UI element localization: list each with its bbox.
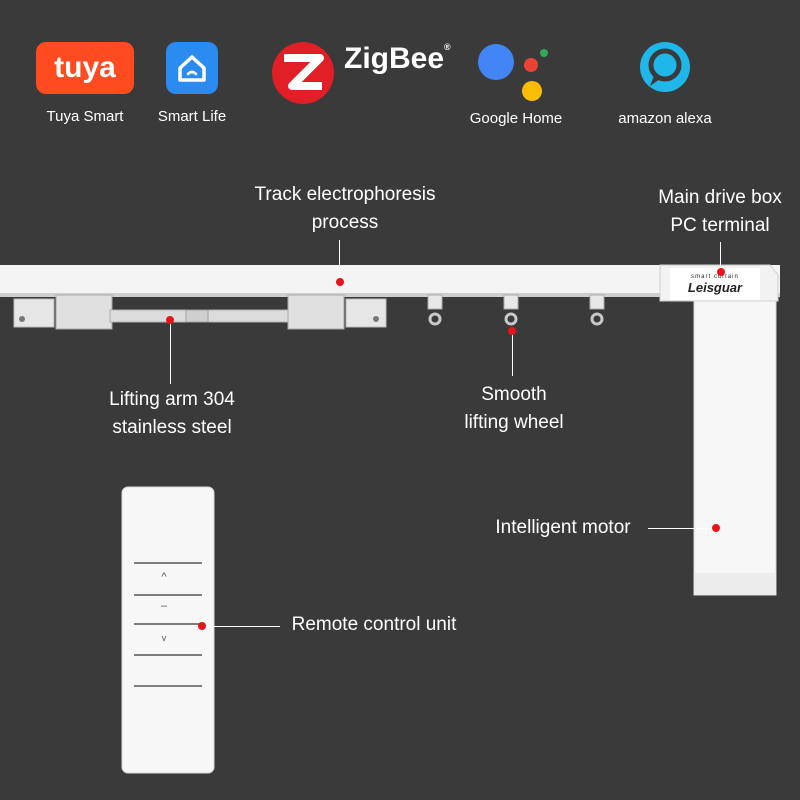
brand-tagline: smart curtain <box>691 273 739 280</box>
runner-wheel <box>427 294 443 326</box>
runner-wheel <box>589 294 605 326</box>
callout-track-line2: process <box>311 212 379 233</box>
callout-drive-box-line2: PC terminal <box>670 215 770 236</box>
marker-dot-track <box>336 278 344 286</box>
tuya-logo: tuya <box>36 42 134 94</box>
callout-remote: Remote control unit <box>291 614 457 635</box>
marker-dot-wheel <box>508 327 516 335</box>
leader-line <box>339 240 340 282</box>
zigbee-wordmark: ZigBee® <box>344 42 451 76</box>
brand-plate: smart curtain Leisguar <box>670 268 760 300</box>
remote-down-button: v <box>161 633 167 643</box>
marker-dot-drive-box <box>717 268 725 276</box>
smart-life-logo <box>166 42 218 94</box>
alexa-icon <box>640 42 690 92</box>
remote-up-button: ^ <box>161 571 167 583</box>
remote-stop-button: – <box>160 600 168 612</box>
callout-lifting-arm: Lifting arm 304 stainless steel <box>90 386 254 442</box>
callout-lifting-arm-line2: stainless steel <box>112 417 232 438</box>
leader-line <box>206 626 280 627</box>
zigbee-text: ZigBee <box>344 42 445 75</box>
curtain-track-illustration <box>0 264 780 596</box>
callout-drive-box-line1: Main drive box <box>658 187 782 208</box>
registered-mark: ® <box>444 42 451 52</box>
runner-wheel <box>503 294 519 326</box>
google-home-label: Google Home <box>469 110 563 127</box>
marker-dot-remote <box>198 622 206 630</box>
leader-line <box>170 324 171 384</box>
smart-life-label: Smart Life <box>157 108 227 125</box>
callout-track: Track electrophoresis process <box>230 181 460 237</box>
marker-dot-motor <box>712 524 720 532</box>
brand-name: Leisguar <box>687 279 743 295</box>
callout-wheel-line1: Smooth <box>481 384 547 405</box>
leader-line <box>512 334 513 376</box>
leader-line <box>720 242 721 270</box>
callout-wheel-line2: lifting wheel <box>464 412 564 433</box>
tuya-label: Tuya Smart <box>46 108 124 125</box>
zigbee-icon <box>272 42 334 104</box>
callout-drive-box: Main drive box PC terminal <box>640 184 800 240</box>
lifting-arm-bracket <box>13 294 387 330</box>
motor-body <box>693 300 777 596</box>
tuya-logo-text: tuya <box>54 51 116 84</box>
callout-wheel: Smooth lifting wheel <box>450 381 578 437</box>
marker-dot-lifting-arm <box>166 316 174 324</box>
leader-line <box>648 528 714 529</box>
google-home-icon <box>478 44 548 101</box>
callout-track-line1: Track electrophoresis <box>254 184 436 205</box>
callout-lifting-arm-line1: Lifting arm 304 <box>109 389 235 410</box>
callout-motor: Intelligent motor <box>495 517 631 538</box>
alexa-label: amazon alexa <box>618 110 712 127</box>
remote-control <box>121 486 215 774</box>
smart-home-icon <box>178 55 206 82</box>
